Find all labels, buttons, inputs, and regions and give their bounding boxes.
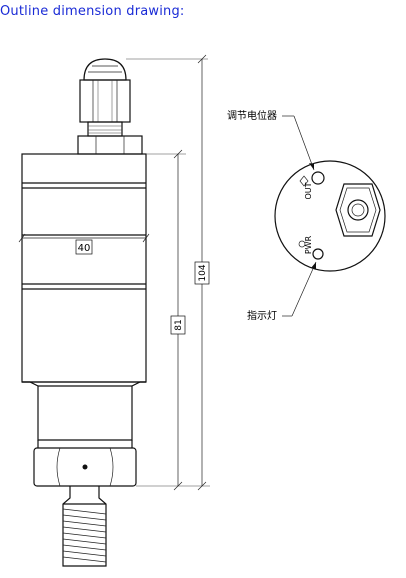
gland-cap [83, 58, 127, 81]
top-hex-nut [335, 183, 381, 237]
face-label-out: OUT [304, 182, 313, 199]
dimension-81: 81 [136, 149, 210, 491]
potentiometer-diamond-icon [299, 175, 309, 187]
dimension-104: 104 [126, 54, 210, 491]
sensor-top-view: OUT PWR [274, 160, 386, 272]
gland-thread [87, 121, 123, 137]
page-title: Outline dimension drawing: [0, 4, 185, 19]
sensor-side-view [21, 58, 147, 567]
hex-fitting [33, 447, 137, 487]
threaded-stem [62, 486, 107, 567]
callout-indicator: 指示灯 [247, 261, 317, 322]
face-label-pwr: PWR [304, 235, 313, 254]
callout-indicator-label: 指示灯 [247, 309, 277, 322]
indicator-circle-icon [298, 240, 306, 248]
gland-base [77, 135, 143, 155]
gland-nut [79, 79, 131, 123]
potentiometer-knob [311, 171, 325, 185]
dimension-40: 40 [18, 233, 150, 255]
hex-center-mark [82, 464, 88, 470]
dimension-total-length-label: 104 [198, 264, 208, 281]
dimension-diameter-label: 40 [78, 243, 91, 254]
dimension-body-length-label: 81 [174, 319, 184, 330]
indicator-led [312, 248, 324, 260]
top-face-circle [274, 160, 386, 272]
lower-housing [22, 381, 146, 441]
callout-potentiometer-label: 调节电位器 [227, 109, 277, 122]
callout-potentiometer: 调节电位器 [227, 109, 315, 171]
